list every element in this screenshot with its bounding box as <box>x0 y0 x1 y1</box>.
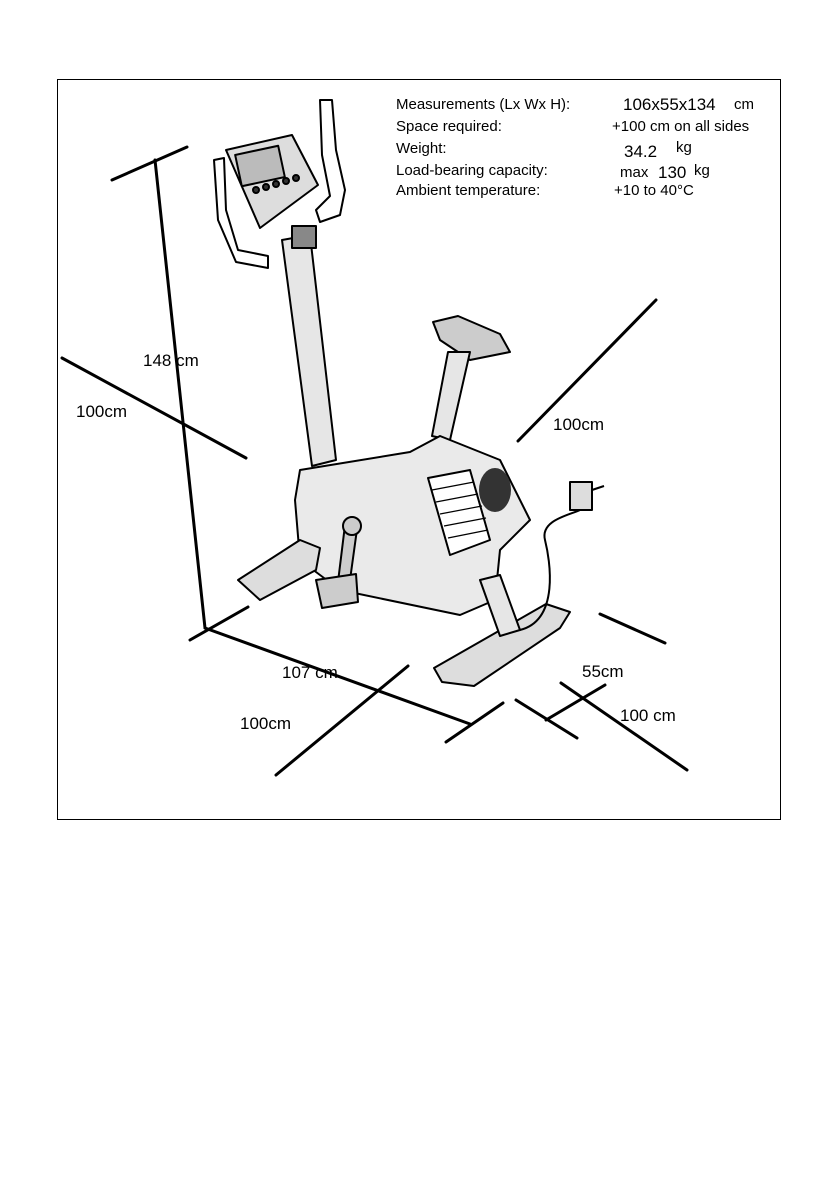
spec-value: +100 cm on all sides <box>612 119 749 134</box>
spec-unit: cm <box>734 97 754 112</box>
length-label: 107 cm <box>282 664 338 681</box>
spec-label: Load-bearing capacity: <box>396 163 548 178</box>
saddle <box>433 316 510 360</box>
spec-value: +10 to 40°C <box>614 183 694 198</box>
seat-post <box>432 352 470 440</box>
spec-value: 106x55x134 <box>623 96 716 113</box>
width-ref-line <box>600 614 665 643</box>
length-end-tick <box>446 703 503 742</box>
height-dimension-line <box>155 160 205 628</box>
right-clearance-line <box>561 683 687 770</box>
left-clearance-label: 100cm <box>76 403 127 420</box>
back-clearance-label: 100cm <box>553 416 604 433</box>
handlebar-stem <box>282 235 336 466</box>
height-label: 148 cm <box>143 352 199 369</box>
spec-label: Space required: <box>396 119 502 134</box>
front-clearance-line <box>276 666 408 775</box>
spec-label: Measurements (Lx Wx H): <box>396 97 570 112</box>
spec-label: Ambient temperature: <box>396 183 540 198</box>
spec-row-capacity: Load-bearing capacity: max 130 kg <box>396 163 776 183</box>
front-clearance-label: 100cm <box>240 715 291 732</box>
vent <box>479 468 511 512</box>
width-end-tick <box>546 685 605 720</box>
spec-row-measurements: Measurements (Lx Wx H): 106x55x134 cm <box>396 97 776 115</box>
spec-unit: kg <box>676 140 692 155</box>
spec-row-weight: Weight: 34.2 kg <box>396 141 776 161</box>
pedal <box>316 574 358 608</box>
spec-label: Weight: <box>396 141 447 156</box>
right-clearance-label: 100 cm <box>620 707 676 724</box>
width-label: 55cm <box>582 663 624 680</box>
spec-prefix: max <box>620 165 648 180</box>
spec-row-space: Space required: +100 cm on all sides <box>396 119 776 137</box>
spec-value: 130 <box>658 164 686 181</box>
handlebar-right <box>316 100 345 222</box>
power-adapter <box>570 482 592 510</box>
spec-unit: kg <box>694 163 710 178</box>
height-top-tick <box>112 147 187 180</box>
front-stabilizer <box>238 540 320 600</box>
spec-row-temperature: Ambient temperature: +10 to 40°C <box>396 183 776 203</box>
spec-value: 34.2 <box>624 143 657 160</box>
base-left-tick <box>190 607 248 640</box>
